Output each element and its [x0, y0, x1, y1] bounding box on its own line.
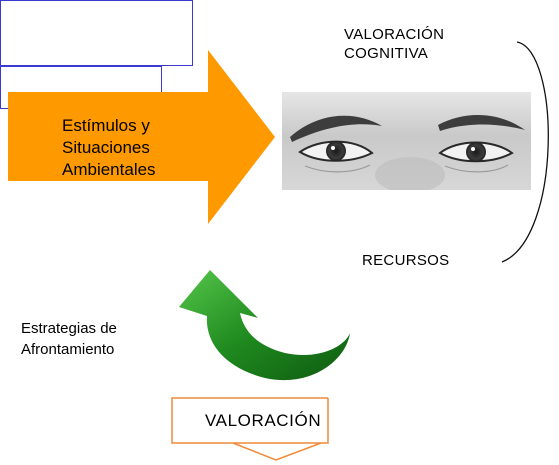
appraisal-box-outline [171, 397, 329, 461]
stimuli-label: Estímulos y Situaciones Ambientales [62, 116, 156, 179]
connector-bracket [501, 41, 549, 263]
resources-label: RECURSOS [362, 252, 450, 269]
stimuli-arrow [8, 50, 275, 224]
cognitive-appraisal-box [0, 0, 193, 66]
cycle-arrow [179, 270, 350, 381]
coping-strategies-label: Estrategias de Afrontamiento [21, 320, 117, 358]
appraisal-label: VALORACIÓN [205, 411, 322, 430]
cognitive-appraisal-label: VALORACIÓN COGNITIVA [344, 26, 445, 62]
eyes-photo [282, 92, 531, 190]
